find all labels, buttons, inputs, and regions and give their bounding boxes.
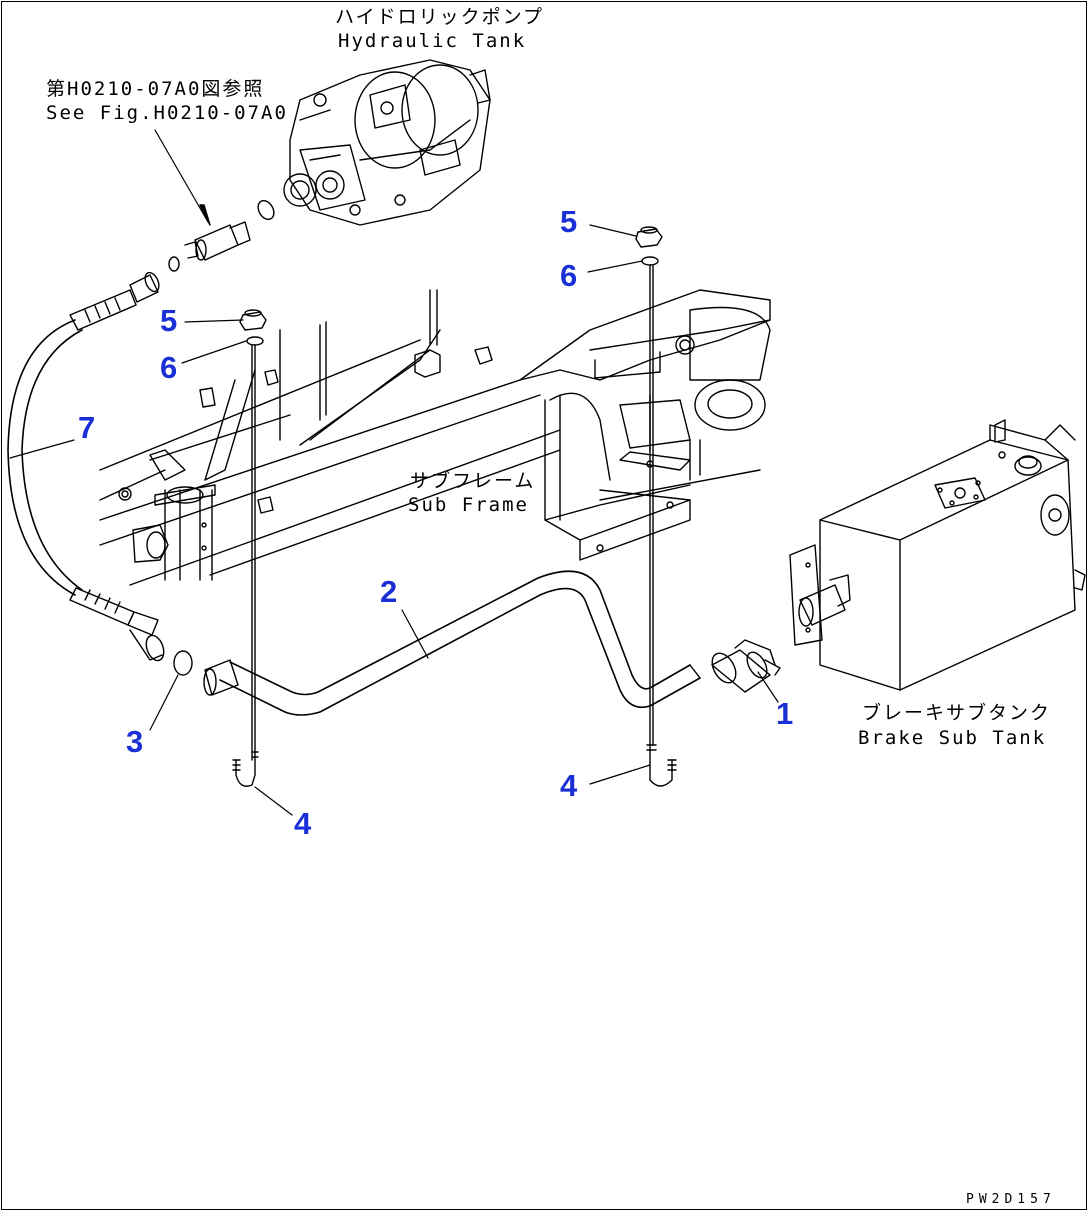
subframe-label-jp: サブフレーム	[410, 470, 536, 492]
washer-6-right	[642, 257, 658, 265]
washer-6-left	[247, 337, 263, 345]
u-bolt-right	[647, 265, 676, 786]
pipe-2	[204, 571, 700, 715]
hose-7	[8, 270, 167, 663]
callout-5-right: 5	[560, 204, 578, 239]
callout-6-left: 6	[160, 350, 178, 385]
leader-lines	[10, 225, 778, 815]
o-ring-3	[174, 651, 192, 675]
subframe-label-en: Sub Frame	[408, 494, 529, 516]
callout-6-right: 6	[560, 258, 578, 293]
callout-2: 2	[380, 574, 398, 609]
pump-label-jp: ハイドロリックポンプ	[335, 6, 545, 28]
hose-clamp-1	[707, 640, 780, 692]
callout-1: 1	[776, 696, 794, 731]
reference-label-jp: 第H0210-07A0図参照	[46, 78, 265, 100]
reference-label-en: See Fig.H0210-07A0	[46, 102, 288, 124]
callout-4-right: 4	[560, 768, 578, 803]
callout-5-left: 5	[160, 303, 178, 338]
pump-fitting	[155, 130, 277, 271]
brake-tank-label-en: Brake Sub Tank	[858, 727, 1047, 749]
nut-5-left	[240, 310, 266, 330]
pump-label-en: Hydraulic Tank	[338, 30, 527, 52]
brake-tank-label-jp: ブレーキサブタンク	[862, 702, 1052, 724]
callout-3: 3	[126, 724, 144, 759]
drawing-code: PW2D157	[966, 1192, 1056, 1207]
callout-4-left: 4	[294, 806, 312, 841]
u-bolt-left	[233, 345, 258, 786]
hydraulic-pump	[284, 60, 490, 225]
nut-5-right	[636, 227, 662, 247]
brake-sub-tank	[790, 420, 1085, 690]
sub-frame	[100, 290, 770, 585]
callout-7: 7	[78, 410, 96, 445]
